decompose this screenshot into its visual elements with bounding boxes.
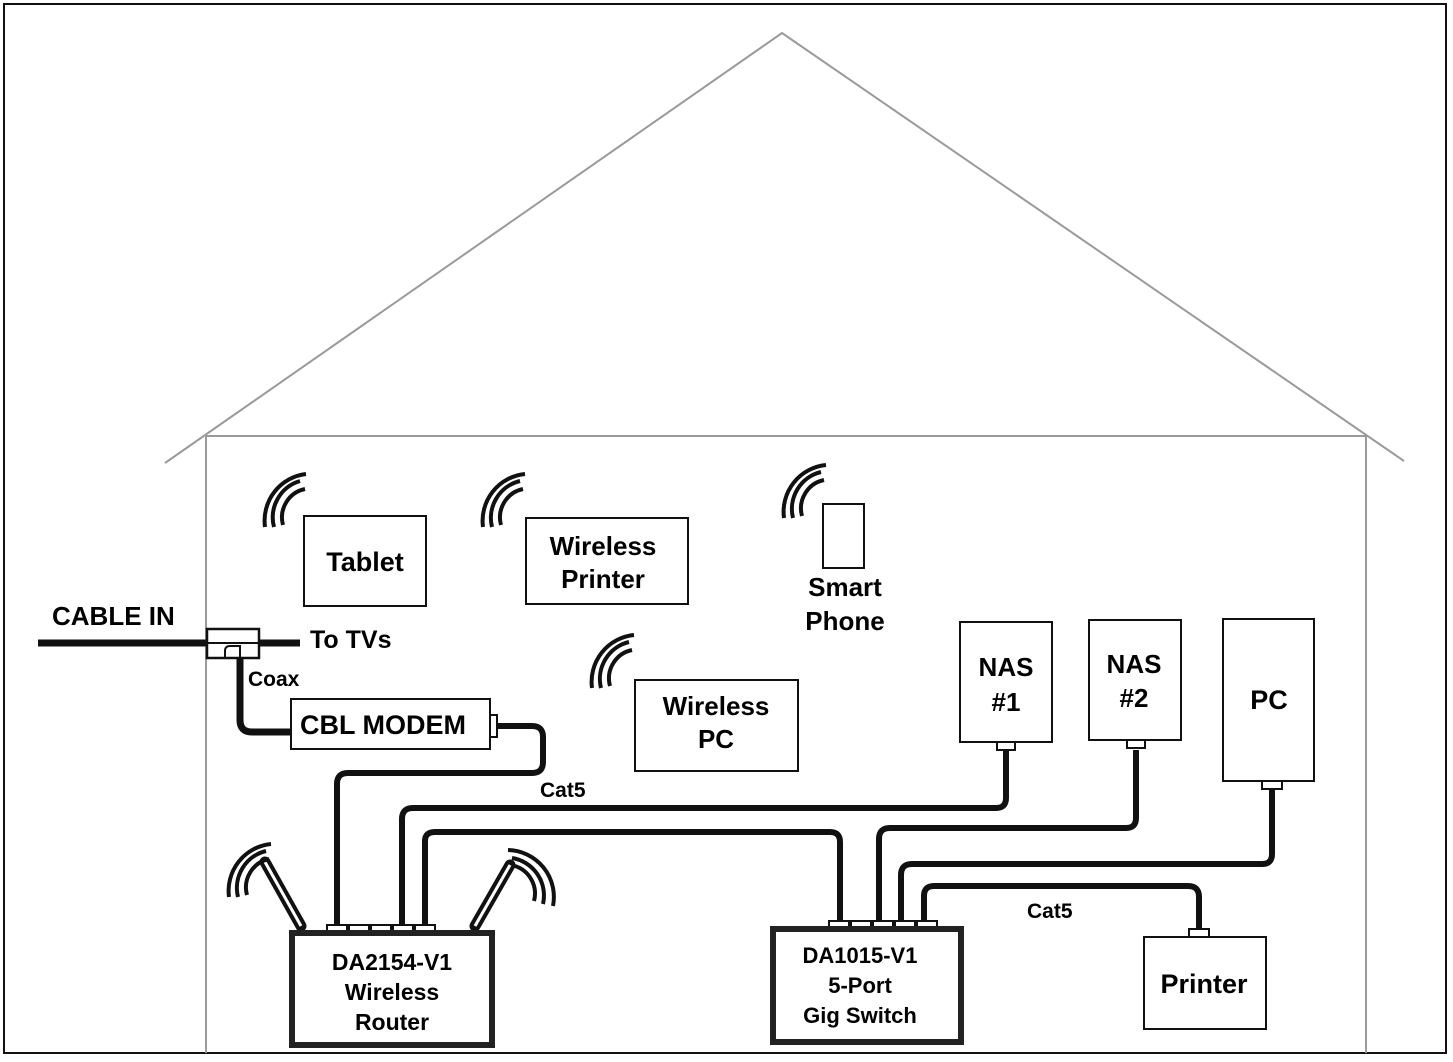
port-connector-icon <box>1261 780 1283 790</box>
wifi-signal-icon <box>270 479 301 528</box>
nas1-to-router-cable <box>399 750 1009 925</box>
cable-modem-label: CBL MODEM <box>300 710 466 740</box>
wifi-signal-icon <box>279 487 306 526</box>
nas2-label-2: #2 <box>1120 683 1149 713</box>
wifi-signal-icon <box>507 848 556 907</box>
antenna-highlight <box>263 861 303 927</box>
tablet-label: Tablet <box>326 547 404 577</box>
wireless-printer-box <box>525 517 689 605</box>
coax-cable <box>236 658 291 736</box>
port-connector-icon <box>996 741 1016 751</box>
wifi-signal-icon <box>511 856 546 905</box>
port-connector-icon <box>1126 739 1146 749</box>
pc-label: PC <box>1250 685 1288 715</box>
switch-to-printer-cable <box>921 883 1202 930</box>
cable-modem-box <box>290 698 491 750</box>
coax-label: Coax <box>248 668 300 691</box>
wifi-signal-icon <box>789 470 822 519</box>
nas2-label-1: NAS <box>1107 649 1162 679</box>
wifi-signal-icon <box>606 648 633 687</box>
printer-label: Printer <box>1160 969 1248 999</box>
cable-in-label: CABLE IN <box>52 601 175 631</box>
wireless-pc-label-1: Wireless <box>663 691 770 721</box>
nas2-box <box>1088 619 1182 741</box>
wifi-signal-icon <box>497 487 524 526</box>
wifi-signal-icon <box>234 849 267 898</box>
switch-label-1: DA1015-V1 <box>803 943 918 968</box>
cat5-cables <box>334 723 1275 930</box>
router-label-3: Router <box>355 1009 429 1035</box>
wifi-signal-icon <box>262 472 307 528</box>
modem-to-router-cable <box>334 723 546 925</box>
router-label-2: Wireless <box>345 979 439 1005</box>
switch-box <box>770 926 964 1045</box>
pc-to-switch-cable <box>898 790 1275 925</box>
router-label-1: DA2154-V1 <box>332 949 452 975</box>
house-outline <box>164 31 1405 1053</box>
modem-port-icon <box>489 714 498 738</box>
wifi-signal-icon <box>798 478 825 517</box>
antenna-highlight <box>473 864 512 927</box>
wireless-pc-label-2: PC <box>698 724 734 754</box>
wireless-printer-label-2: Printer <box>561 564 645 594</box>
nas2-to-switch-cable <box>876 750 1139 925</box>
tablet-box <box>303 515 427 607</box>
cat5-printer-label: Cat5 <box>1027 900 1073 923</box>
to-tvs-label: To TVs <box>310 626 391 654</box>
page-frame <box>3 3 1447 1054</box>
wifi-signal-icon <box>589 633 635 689</box>
nas1-label-2: #1 <box>992 687 1021 717</box>
nas1-box <box>959 621 1053 743</box>
wifi-signal-icon <box>781 463 827 519</box>
wifi-signal-icon <box>514 864 537 902</box>
smart-phone-label-2: Phone <box>805 606 884 636</box>
router-box <box>289 930 495 1048</box>
printer-box <box>1143 936 1267 1030</box>
wireless-printer-label-1: Wireless <box>550 531 657 561</box>
cat5-modem-label: Cat5 <box>540 779 586 802</box>
wifi-signal-icon <box>488 479 521 528</box>
smart-phone-box <box>822 503 865 569</box>
router-to-switch-cable <box>422 829 843 925</box>
splitter-tee <box>224 645 241 658</box>
house-roof <box>164 31 1405 464</box>
smart-phone-label-1: Smart <box>808 572 882 602</box>
switch-label-3: Gig Switch <box>803 1003 917 1028</box>
switch-label-2: 5-Port <box>828 973 892 998</box>
nas1-label-1: NAS <box>979 652 1034 682</box>
wireless-pc-box <box>634 679 799 772</box>
wifi-signal-icon <box>226 842 272 898</box>
wifi-signal-icon <box>597 640 630 689</box>
port-connector-icon <box>1188 928 1210 938</box>
wifi-signal-icon <box>480 472 526 528</box>
wifi-signal-icon <box>243 857 270 896</box>
